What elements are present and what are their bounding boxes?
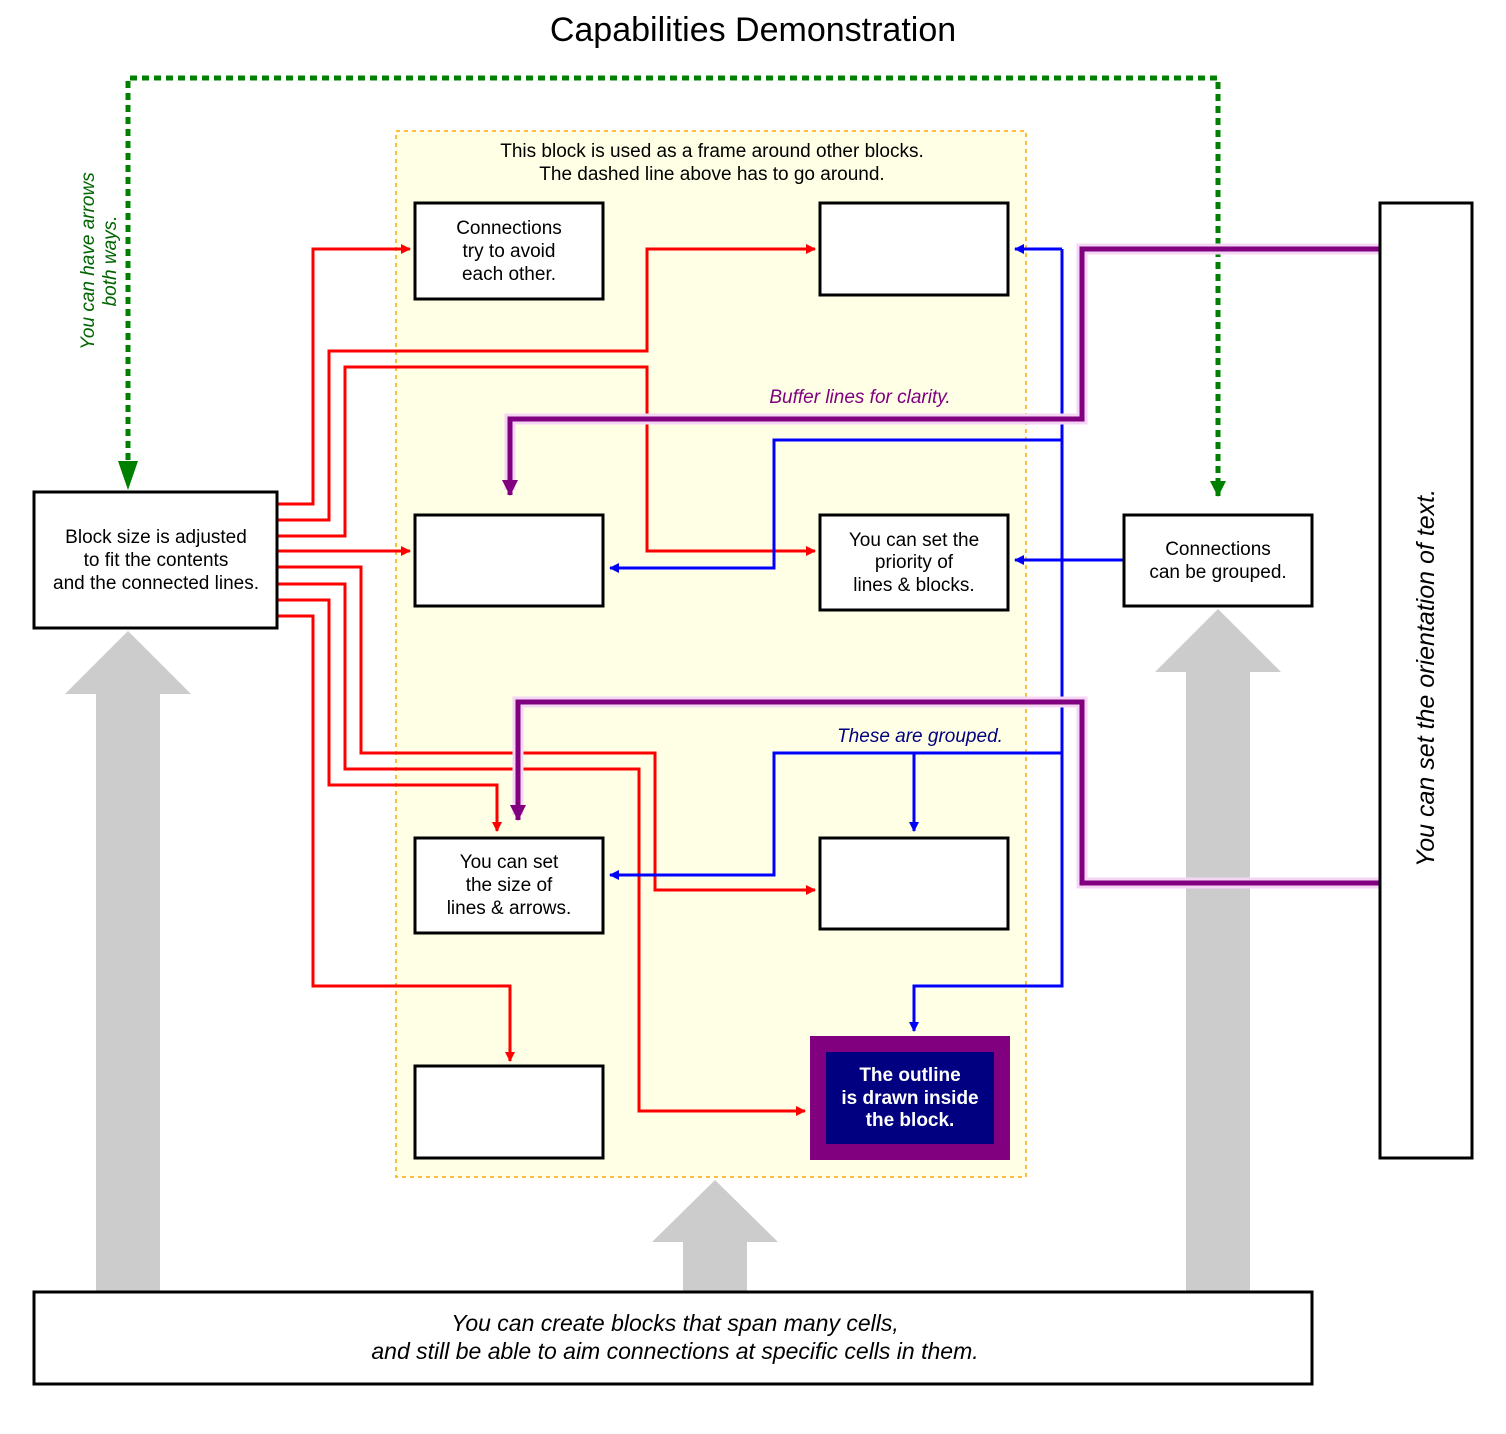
block-outline-line1: The outline (859, 1065, 960, 1086)
block-outline-line3: the block. (866, 1110, 955, 1131)
block-span: You can create blocks that span many cel… (32, 1290, 1314, 1386)
block-span-line1: You can create blocks that span many cel… (451, 1310, 898, 1336)
red-connections (277, 244, 816, 1116)
block-adjusted-line2: to fit the contents (84, 550, 229, 571)
block-priority-line2: priority of (875, 552, 954, 573)
block-grouped: Connections can be grouped. (1122, 513, 1314, 608)
gray-span-arrows (65, 609, 1281, 1292)
block-outline: The outline is drawn inside the block. (810, 1036, 1010, 1160)
block-orientation-text: You can set the orientation of text. (1412, 489, 1440, 867)
note-arrows-both-line1: You can have arrows (78, 172, 99, 350)
block-adjusted-line3: and the connected lines. (53, 573, 259, 594)
note-buffer-lines: Buffer lines for clarity. (769, 387, 950, 408)
block-priority: You can set the priority of lines & bloc… (818, 513, 1010, 612)
block-top-right-empty (818, 201, 1010, 297)
block-size-line2: the size of (466, 875, 553, 896)
block-lower-right-empty (818, 836, 1010, 931)
block-orientation: You can set the orientation of text. (1378, 201, 1474, 1160)
block-avoid-line2: try to avoid (463, 241, 556, 262)
block-grouped-line2: can be grouped. (1149, 562, 1286, 583)
red-line-to-priority (277, 365, 816, 556)
block-outline-line2: is drawn inside (841, 1088, 978, 1109)
red-line-to-outline (277, 582, 806, 1116)
block-avoid: Connections try to avoid each other. (413, 201, 605, 301)
block-span-line2: and still be able to aim connections at … (371, 1338, 978, 1364)
block-bottom-left-empty (413, 1064, 605, 1160)
block-avoid-line3: each other. (462, 264, 556, 285)
block-size: You can set the size of lines & arrows. (413, 836, 605, 935)
block-priority-line3: lines & blocks. (853, 575, 974, 596)
purple-line-upper (502, 246, 1380, 496)
blue-trunk (909, 249, 1064, 1032)
block-adjusted: Block size is adjusted to fit the conten… (32, 490, 279, 630)
block-avoid-line1: Connections (456, 218, 562, 239)
red-line-to-top-right (277, 244, 816, 522)
red-line-to-avoid (277, 244, 411, 506)
blue-line-to-size (609, 751, 1062, 880)
frame-note-line2: The dashed line above has to go around. (539, 164, 884, 185)
red-line-to-lower-right (277, 565, 816, 895)
block-size-line1: You can set (460, 852, 559, 873)
purple-line-lower (510, 699, 1380, 886)
diagram-title: Capabilities Demonstration (550, 11, 956, 49)
gray-arrow-right (1155, 609, 1281, 1292)
green-arrowhead-left (118, 461, 138, 490)
note-arrows-both-line2: both ways. (100, 216, 121, 307)
block-priority-line1: You can set the (849, 530, 979, 551)
note-grouped: These are grouped. (837, 726, 1003, 747)
block-adjusted-line1: Block size is adjusted (65, 527, 247, 548)
frame-block (395, 130, 1027, 1178)
blue-line-to-mid-left (609, 438, 1062, 573)
frame-note-line1: This block is used as a frame around oth… (500, 141, 923, 162)
gray-arrow-center (652, 1180, 778, 1292)
gray-arrow-left (65, 631, 191, 1292)
block-size-line3: lines & arrows. (447, 898, 572, 919)
block-mid-left-empty (413, 513, 605, 608)
blue-connections (609, 244, 1124, 1032)
purple-connections (502, 243, 1380, 889)
block-grouped-line1: Connections (1165, 539, 1271, 560)
red-line-to-bottom-left (277, 614, 515, 1062)
green-two-way-connection (125, 75, 1226, 497)
red-line-to-size (277, 598, 502, 832)
